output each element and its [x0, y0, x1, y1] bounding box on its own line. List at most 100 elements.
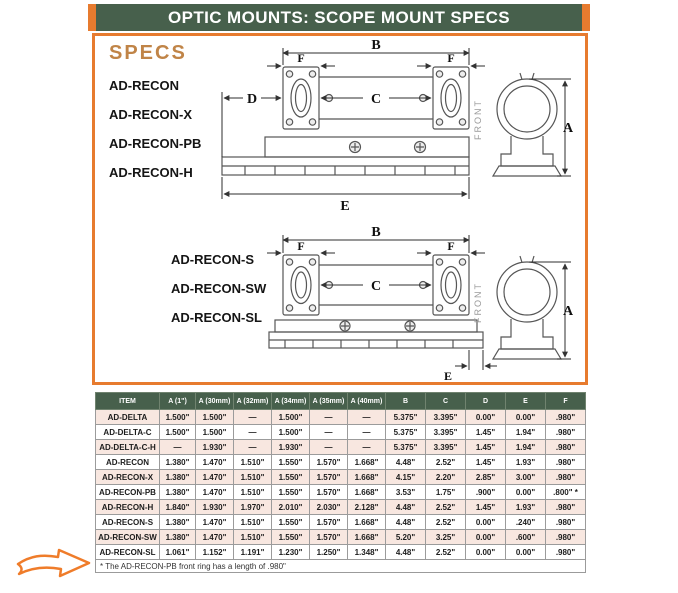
banner-right-accent [582, 4, 590, 31]
dim-label-a: A [563, 304, 574, 319]
top-mount-diagram: B F F C D E A FRONT [221, 38, 574, 214]
value-cell: 1.840" [159, 499, 196, 515]
value-cell: 2.010" [271, 499, 310, 515]
bottom-mount-diagram: B F F C E A FRONT [267, 225, 574, 382]
value-cell: 1.45" [465, 424, 506, 440]
value-cell: 0.00" [465, 544, 506, 560]
value-cell: 1.550" [271, 469, 310, 485]
dim-label-c: C [371, 279, 381, 294]
model-label: AD-RECON-H [109, 165, 193, 180]
item-cell: AD-RECON-SW [95, 529, 160, 545]
dim-label-f: F [297, 239, 304, 253]
dimension-labels: B F F C E A FRONT [297, 225, 574, 382]
value-cell: 4.48" [385, 544, 426, 560]
value-cell: 1.970" [233, 499, 272, 515]
column-header: A (1") [159, 392, 196, 410]
value-cell: — [233, 409, 272, 425]
value-cell: 1.510" [233, 469, 272, 485]
column-header: E [505, 392, 546, 410]
column-header: C [425, 392, 466, 410]
value-cell: 1.668" [347, 454, 386, 470]
value-cell: .240" [505, 514, 546, 530]
dim-label-e: E [444, 369, 452, 382]
value-cell: .980" [545, 424, 586, 440]
value-cell: 2.20" [425, 469, 466, 485]
value-cell: 1.930" [271, 439, 310, 455]
value-cell: 1.45" [465, 454, 506, 470]
value-cell: 1.470" [195, 529, 234, 545]
value-cell: 1.550" [271, 484, 310, 500]
value-cell: 1.550" [271, 514, 310, 530]
value-cell: 1.500" [271, 424, 310, 440]
dimension-lines [267, 235, 571, 370]
value-cell: .600" [505, 529, 546, 545]
value-cell: 1.550" [271, 454, 310, 470]
value-cell: 2.52" [425, 544, 466, 560]
value-cell: — [159, 439, 196, 455]
mount-plan-view [282, 254, 470, 316]
value-cell: 4.48" [385, 454, 426, 470]
value-cell: 1.930" [195, 439, 234, 455]
value-cell: 1.570" [309, 484, 348, 500]
dim-label-f: F [447, 239, 454, 253]
value-cell: — [347, 439, 386, 455]
value-cell: .980" [545, 544, 586, 560]
value-cell: 0.00" [505, 484, 546, 500]
value-cell: 2.85" [465, 469, 506, 485]
item-cell: AD-RECON-X [95, 469, 160, 485]
value-cell: — [309, 409, 348, 425]
value-cell: 5.20" [385, 529, 426, 545]
value-cell: 4.15" [385, 469, 426, 485]
value-cell: 1.510" [233, 514, 272, 530]
value-cell: 1.93" [505, 499, 546, 515]
column-header: A (35mm) [309, 392, 348, 410]
model-label: AD-RECON-X [109, 107, 193, 122]
value-cell: .980" [545, 499, 586, 515]
column-header: B [385, 392, 426, 410]
item-cell: AD-RECON-SL [95, 544, 160, 560]
value-cell: 1.380" [159, 529, 196, 545]
value-cell: — [347, 409, 386, 425]
value-cell: 0.00" [505, 544, 546, 560]
column-header: A (40mm) [347, 392, 386, 410]
value-cell: 1.230" [271, 544, 310, 560]
item-cell: AD-RECON-PB [95, 484, 160, 500]
item-cell: AD-DELTA [95, 409, 160, 425]
value-cell: 1.45" [465, 499, 506, 515]
value-cell: 3.395" [425, 424, 466, 440]
model-label: AD-RECON [109, 78, 180, 93]
value-cell: 1.152" [195, 544, 234, 560]
dim-label-c: C [371, 92, 381, 107]
value-cell: 1.668" [347, 514, 386, 530]
column-header: F [545, 392, 586, 410]
value-cell: — [233, 424, 272, 440]
value-cell: 3.395" [425, 439, 466, 455]
page-title: OPTIC MOUNTS: SCOPE MOUNT SPECS [96, 4, 582, 31]
value-cell: 1.75" [425, 484, 466, 500]
dimension-labels: B F F C D E A FRONT [247, 38, 574, 214]
value-cell: 1.550" [271, 529, 310, 545]
value-cell: 2.128" [347, 499, 386, 515]
dim-label-b: B [371, 38, 380, 53]
value-cell: 1.94" [505, 424, 546, 440]
spec-table-foot: * The AD-RECON-PB front ring has a lengt… [95, 559, 586, 573]
model-label: AD-RECON-S [171, 252, 255, 267]
value-cell: 0.00" [505, 409, 546, 425]
dim-label-d: D [247, 92, 257, 107]
value-cell: 1.570" [309, 454, 348, 470]
item-cell: AD-RECON-S [95, 514, 160, 530]
value-cell: 1.500" [195, 409, 234, 425]
item-cell: AD-RECON-H [95, 499, 160, 515]
model-label: AD-RECON-SW [171, 281, 267, 296]
value-cell: 0.00" [465, 529, 506, 545]
value-cell: 5.375" [385, 439, 426, 455]
